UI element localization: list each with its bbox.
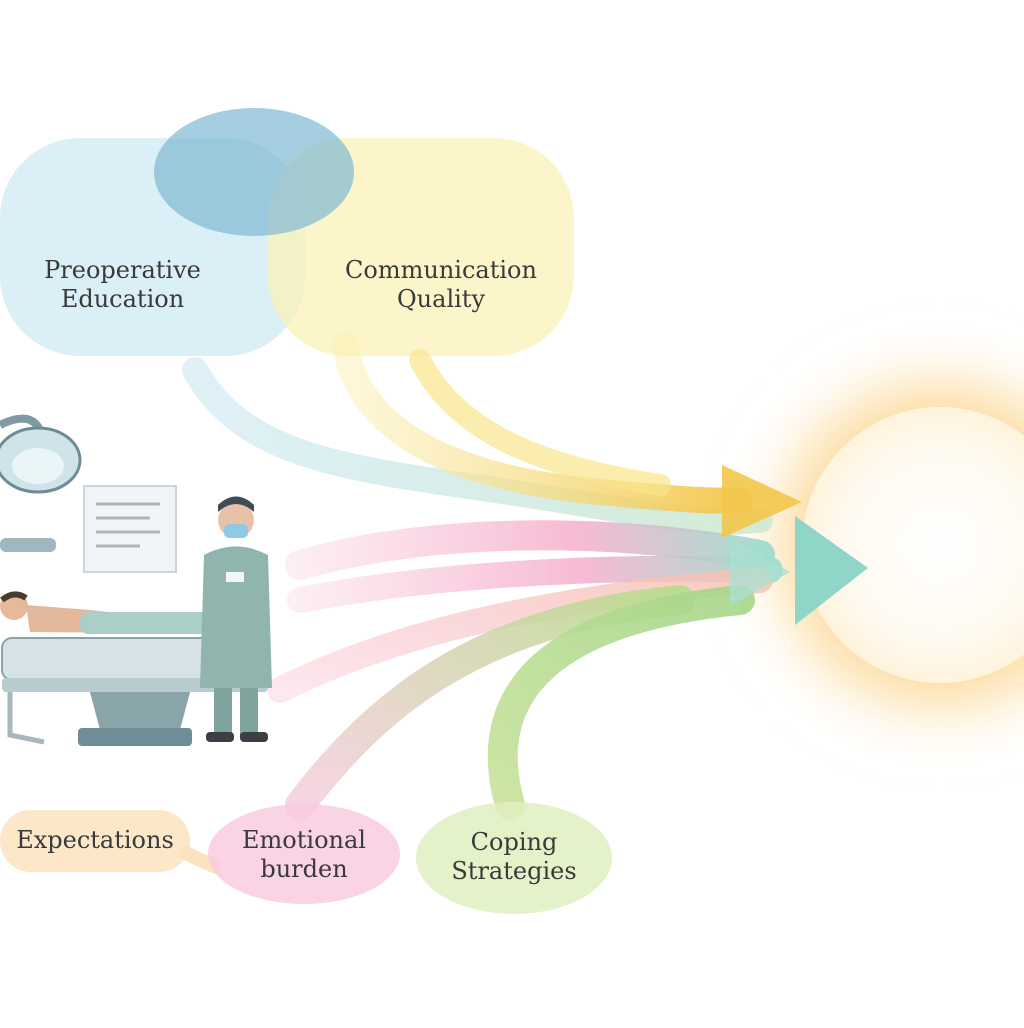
label-expectations-text: Expectations <box>16 826 174 854</box>
label-communication: Communication <box>345 256 537 284</box>
label-strategies: Strategies <box>451 857 577 885</box>
operating-room-illustration <box>0 414 272 746</box>
ribbon-pink-2 <box>287 555 783 613</box>
ribbon-pink-1 <box>285 520 775 580</box>
expectations-bubble <box>0 810 190 872</box>
operating-lamp-icon <box>0 414 82 552</box>
label-coping-strategies: Coping Strategies <box>428 828 600 886</box>
label-emotional: Emotional <box>242 826 366 854</box>
arrowhead-teal <box>795 516 868 625</box>
label-coping: Coping <box>470 828 558 856</box>
ribbon-coping <box>487 585 755 820</box>
monitor-screen-icon <box>83 485 177 573</box>
label-preoperative-education: Preoperative Education <box>20 256 225 314</box>
label-quality: Quality <box>397 285 485 313</box>
label-expectations: Expectations <box>5 826 185 855</box>
ribbon-communication-1 <box>332 332 753 514</box>
ribbon-communication-2 <box>409 349 671 496</box>
label-emotional-burden: Emotional burden <box>220 826 388 884</box>
patient-on-table-icon <box>0 591 240 634</box>
arrowhead-yellow <box>722 465 802 538</box>
label-education: Education <box>60 285 185 313</box>
emotional-burden-bubble <box>208 804 400 904</box>
overlap-ellipse <box>154 108 354 236</box>
outcome-circle <box>725 330 1024 760</box>
surgeon-icon <box>200 496 272 742</box>
label-preoperative: Preoperative <box>44 256 201 284</box>
label-burden: burden <box>260 855 348 883</box>
arrowhead-teal-small <box>730 538 790 606</box>
label-communication-quality: Communication Quality <box>330 256 552 314</box>
flow-ribbons <box>182 332 783 820</box>
ribbon-emotional <box>285 585 695 820</box>
coping-strategies-bubble <box>416 802 612 914</box>
